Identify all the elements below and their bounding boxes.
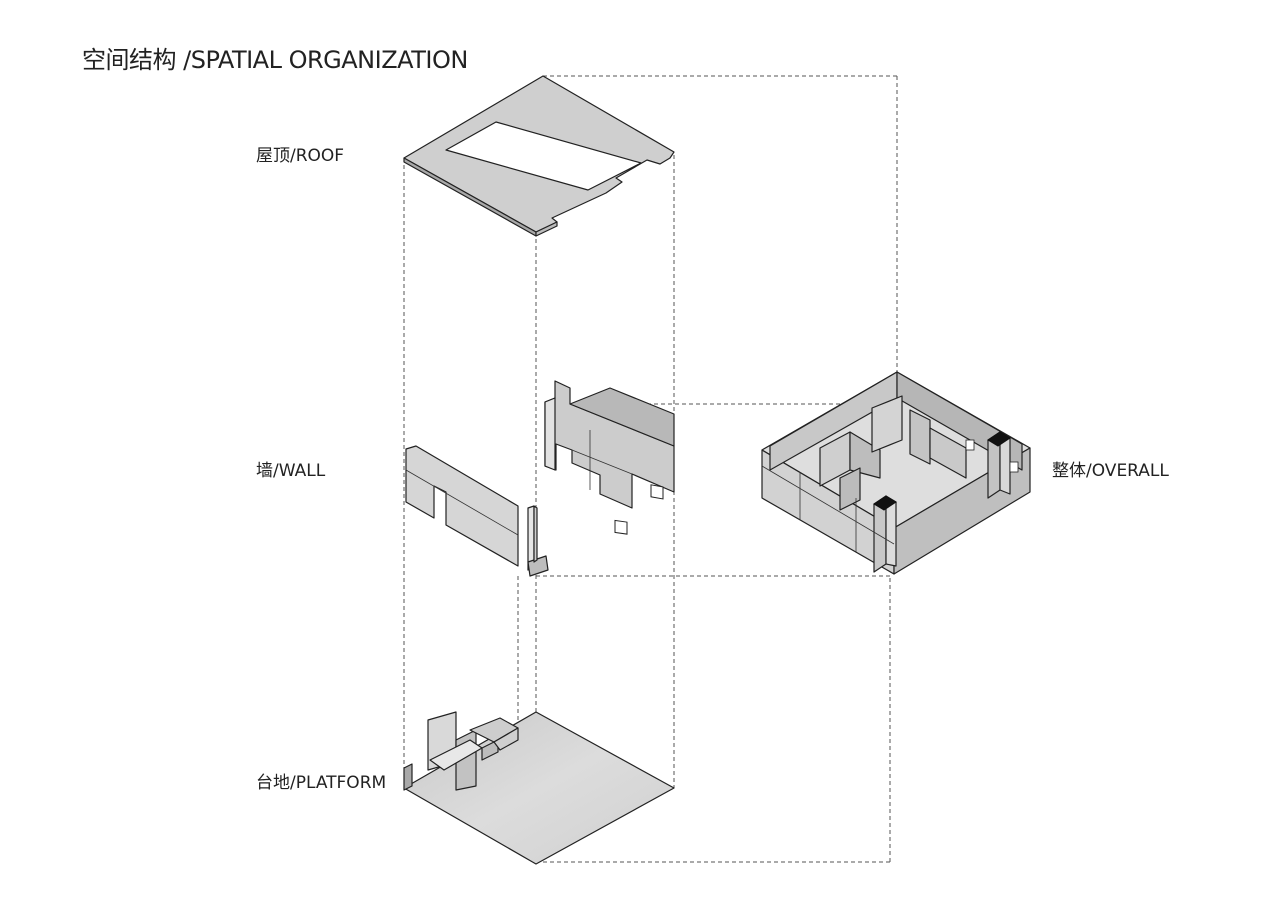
platform-label: 台地/PLATFORM [256, 773, 387, 793]
platform-base [403, 711, 675, 865]
wall-label: 墙/WALL [256, 461, 326, 481]
overall-label: 整体/OVERALL [1052, 461, 1169, 481]
page-title: 空间结构 /SPATIAL ORGANIZATION [82, 46, 468, 74]
wall-right-piece [544, 380, 675, 535]
roof-plate [403, 75, 675, 237]
roof-label: 屋顶/ROOF [256, 146, 345, 166]
wall-left-piece [405, 445, 549, 577]
overall-model [761, 371, 1031, 575]
